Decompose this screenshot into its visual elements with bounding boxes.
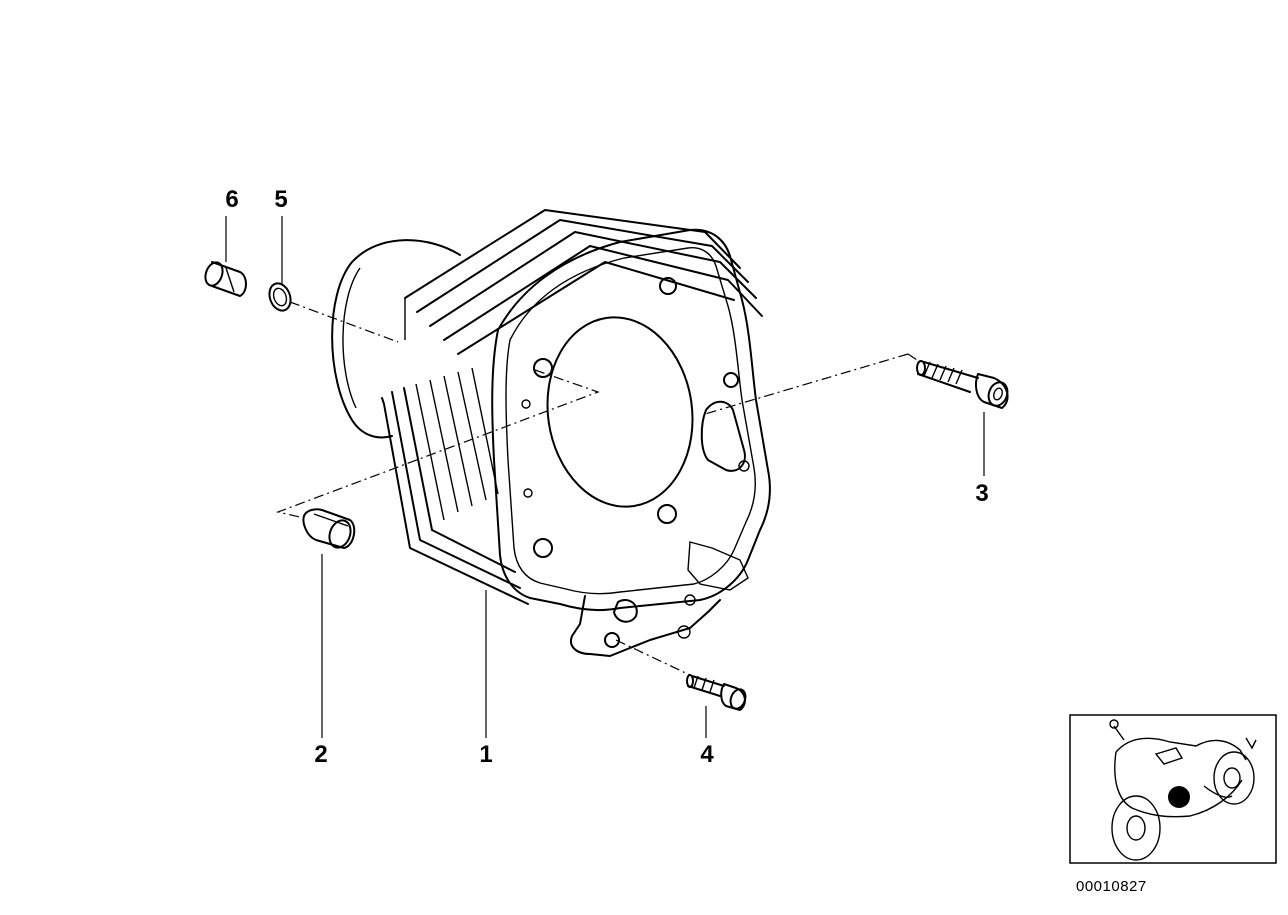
callout-3: 3 <box>975 480 989 507</box>
cylinder-part[interactable] <box>331 209 771 657</box>
centerlines <box>275 301 909 677</box>
callout-1: 1 <box>479 741 493 768</box>
dowel-sleeve-part-6[interactable] <box>202 260 247 297</box>
screw-part-4[interactable] <box>686 674 748 711</box>
leader-lines <box>225 216 985 738</box>
location-thumbnail <box>1069 714 1277 864</box>
dowel-sleeve-part-2[interactable] <box>302 508 356 550</box>
callout-2: 2 <box>314 741 328 768</box>
callout-4: 4 <box>700 741 714 768</box>
callout-6: 6 <box>225 186 239 213</box>
drawing-number: 00010827 <box>1076 878 1147 895</box>
location-marker <box>1168 786 1190 808</box>
callout-5: 5 <box>274 186 288 213</box>
screw-part-3[interactable] <box>916 360 1011 409</box>
o-ring-part-5[interactable] <box>266 280 294 313</box>
